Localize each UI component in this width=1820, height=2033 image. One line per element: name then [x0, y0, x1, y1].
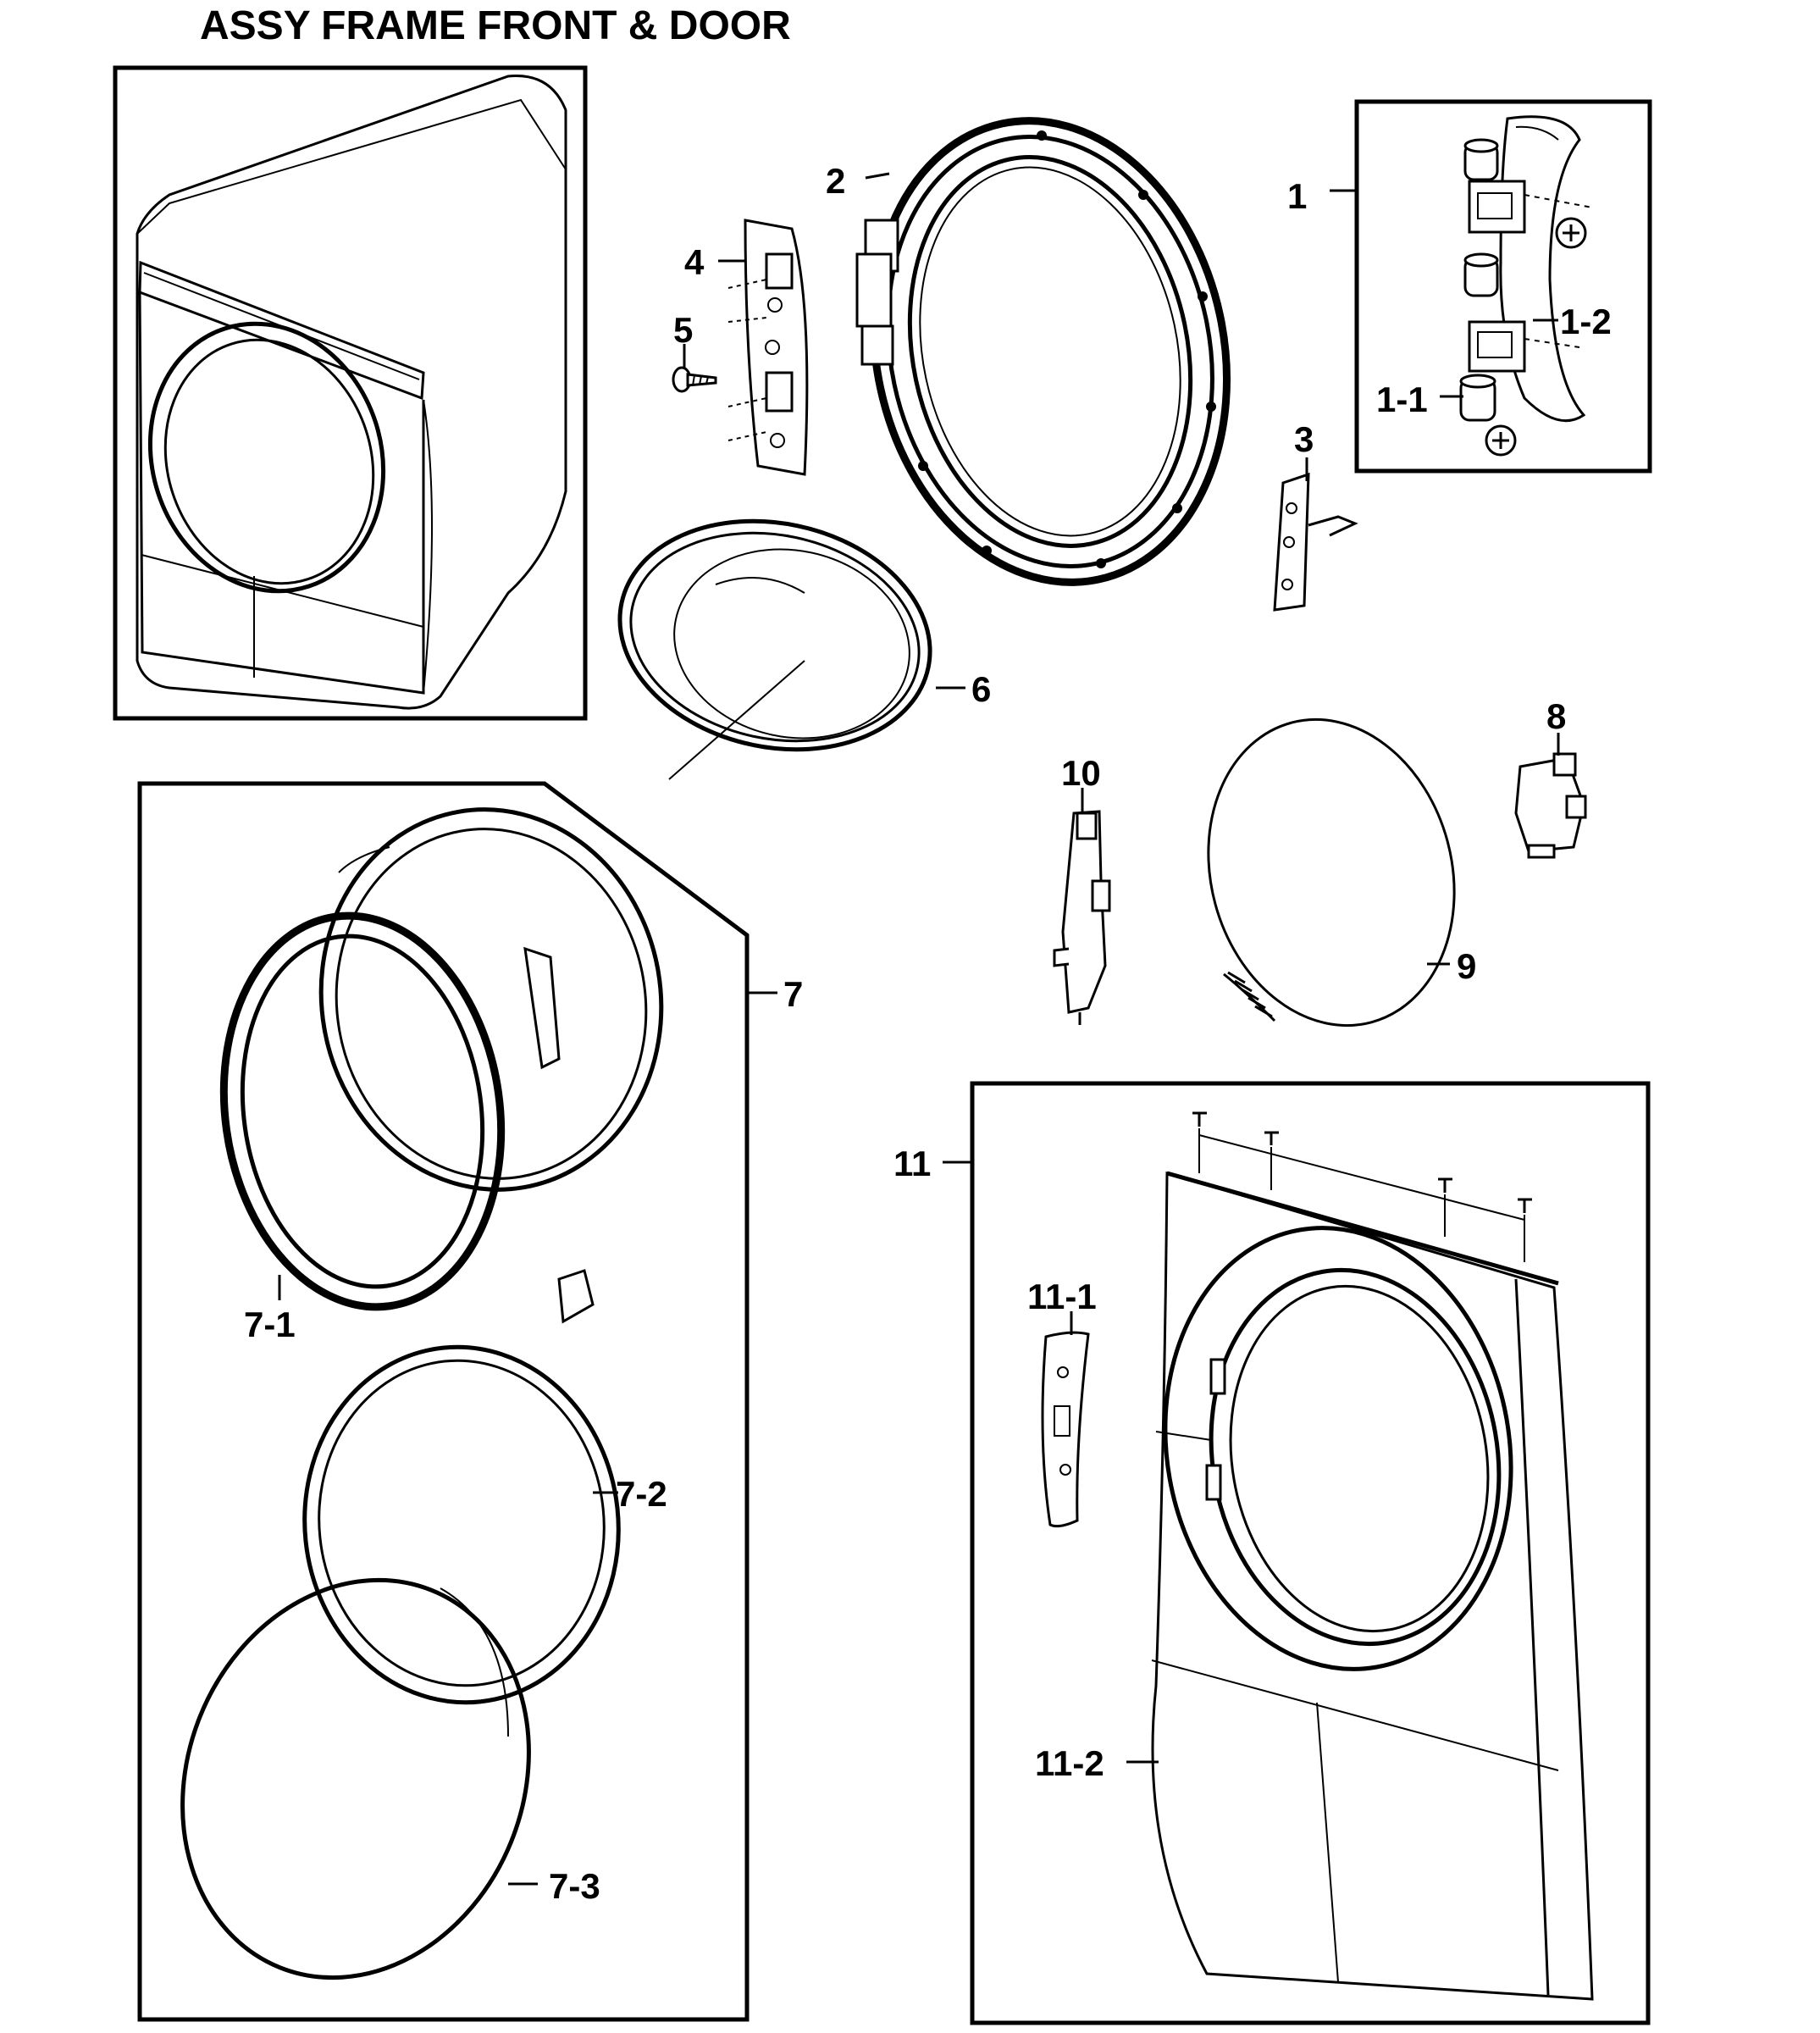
dryer-assembly-icon — [113, 65, 588, 721]
callout-9: 9 — [1457, 946, 1476, 986]
callout-5: 5 — [673, 310, 693, 350]
callout-11-2: 11-2 — [1035, 1743, 1104, 1783]
callout-7-1: 7-1 — [244, 1305, 296, 1344]
callout-2: 2 — [826, 161, 845, 201]
door-assembly-icon — [137, 781, 750, 2022]
callout-4: 4 — [684, 242, 705, 282]
leader-lines — [278, 172, 1560, 1886]
strike-bracket-icon — [1053, 810, 1111, 1025]
callout-1-2: 1-2 — [1560, 302, 1612, 341]
callout-11: 11 — [893, 1144, 931, 1183]
callout-6: 6 — [971, 669, 991, 709]
callout-1-1: 1-1 — [1376, 379, 1428, 419]
callout-7: 7 — [783, 974, 803, 1014]
callout-8: 8 — [1546, 696, 1566, 736]
front-panel-assembly-icon — [970, 1081, 1651, 2025]
door-glass-icon — [180, 1577, 531, 1980]
window-glass-icon — [1207, 717, 1456, 1028]
door-frame-ring-icon — [855, 117, 1231, 586]
door-ring-icon — [219, 911, 506, 1311]
panel-bracket-icon — [1041, 1331, 1090, 1528]
screw-icon — [672, 366, 717, 393]
inner-door-ring-icon — [302, 1344, 621, 1705]
callout-10: 10 — [1061, 753, 1101, 793]
hinge-assembly-icon — [1354, 99, 1652, 474]
door-switch-icon — [1273, 472, 1358, 612]
front-panel-icon — [1151, 1171, 1594, 2001]
callout-3: 3 — [1294, 419, 1314, 459]
callout-7-3: 7-3 — [549, 1866, 600, 1906]
door-lock-icon — [1514, 752, 1587, 859]
callout-7-2: 7-2 — [616, 1474, 667, 1514]
door-gasket-icon — [617, 518, 932, 780]
page-title: ASSY FRAME FRONT & DOOR — [200, 3, 791, 48]
hinge-bracket-icon — [727, 219, 809, 476]
callout-11-1: 11-1 — [1027, 1277, 1097, 1316]
hinge-bushing-icon — [1459, 138, 1499, 422]
callout-1: 1 — [1287, 176, 1307, 216]
screw-icon — [1192, 1111, 1532, 1213]
